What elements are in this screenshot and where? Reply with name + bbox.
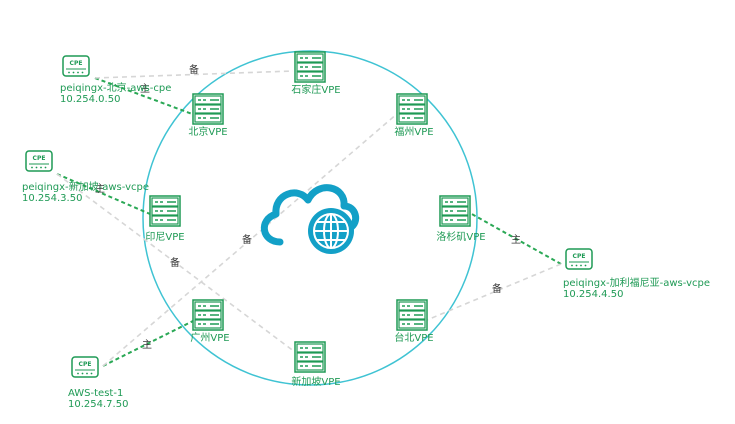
- link-role-label: 主: [140, 83, 150, 95]
- primary-link-c3-lsj: [469, 212, 562, 265]
- link-role-label: 备: [242, 233, 252, 246]
- link-role-label: 备: [170, 256, 180, 269]
- router-device-icon: CPE: [565, 248, 593, 270]
- cloud-shape: [261, 184, 360, 246]
- vpe-label: 福州VPE: [394, 125, 433, 138]
- server-rack-icon: [149, 195, 181, 227]
- server-rack-icon: [192, 299, 224, 331]
- cpe-name: AWS-test-1: [68, 388, 123, 399]
- server-rack-icon: [439, 195, 471, 227]
- router-device-icon: CPE: [62, 55, 90, 77]
- vpe-label: 北京VPE: [188, 125, 227, 138]
- server-rack-icon: [396, 93, 428, 125]
- server-rack-icon: [294, 341, 326, 373]
- cpe-badge: CPE: [573, 253, 586, 260]
- router-device-icon: CPE: [25, 150, 53, 172]
- link-role-label: 备: [189, 63, 199, 76]
- vpe-label: 台北VPE: [394, 331, 433, 344]
- cpe-node-c4[interactable]: CPE AWS-test-110.254.7.50: [68, 356, 128, 410]
- primary-link-c2-yn: [56, 173, 151, 215]
- server-rack-icon: [396, 299, 428, 331]
- cpe-badge: CPE: [70, 60, 83, 67]
- cpe-name: peiqingx-新加坡-aws-vcpe: [22, 180, 149, 193]
- server-rack-icon: [294, 51, 326, 83]
- backup-link-c4-fz: [102, 112, 399, 367]
- backup-link-c2-xjp: [56, 173, 296, 353]
- server-rack-icon: [192, 93, 224, 125]
- cpe-ip: 10.254.0.50: [60, 94, 120, 105]
- router-device-icon: CPE: [71, 356, 99, 378]
- cpe-badge: CPE: [33, 155, 46, 162]
- link-role-label: 备: [492, 282, 502, 295]
- cloud-globe-icon: [261, 184, 360, 254]
- vpe-label: 广州VPE: [190, 332, 229, 344]
- cpe-badge: CPE: [79, 361, 92, 368]
- vpe-node-sjz[interactable]: 石家庄VPE: [291, 51, 341, 96]
- cpe-name: peiqingx-加利福尼亚-aws-vcpe: [563, 276, 710, 289]
- cpe-ip: 10.254.7.50: [68, 399, 128, 410]
- vpe-label: 洛杉矶VPE: [436, 230, 485, 243]
- vpe-node-fz[interactable]: 福州VPE: [394, 93, 434, 138]
- backbone-ring: [142, 50, 478, 386]
- vpe-label: 印尼VPE: [145, 231, 184, 243]
- primary-link-c4-gz: [102, 319, 196, 367]
- vpe-node-tb[interactable]: 台北VPE: [394, 299, 434, 344]
- vpe-node-xjp[interactable]: 新加坡VPE: [291, 341, 341, 388]
- primary-link-c1-bj: [94, 77, 196, 116]
- link-role-label: 主: [95, 183, 105, 195]
- cpe-ip: 10.254.3.50: [22, 193, 82, 204]
- vpe-node-lsj[interactable]: 洛杉矶VPE: [436, 195, 486, 243]
- vpe-label: 新加坡VPE: [291, 375, 340, 388]
- cpe-ip: 10.254.4.50: [563, 289, 623, 300]
- link-role-label: 主: [511, 234, 521, 246]
- vpe-node-bj[interactable]: 北京VPE: [188, 93, 228, 138]
- backup-link-c3-tb: [426, 263, 562, 321]
- vpe-node-yn[interactable]: 印尼VPE: [145, 195, 185, 243]
- cpe-name: peiqingx-北京-aws-cpe: [60, 81, 171, 94]
- link-role-label: 主: [142, 339, 152, 351]
- vpe-label: 石家庄VPE: [291, 83, 340, 96]
- backup-link-c1-sjz: [94, 70, 294, 79]
- vpe-node-gz[interactable]: 广州VPE: [190, 299, 230, 344]
